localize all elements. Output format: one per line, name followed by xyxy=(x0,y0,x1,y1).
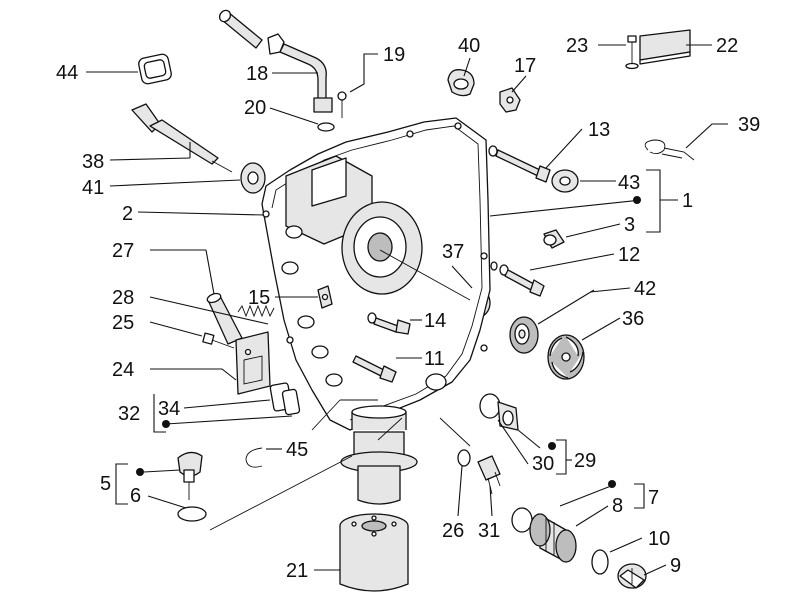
label-19: 19 xyxy=(383,44,405,66)
part-40-clamp xyxy=(447,69,475,97)
label-8: 8 xyxy=(612,495,623,517)
label-13: 13 xyxy=(588,119,610,141)
callout-labels: 44 18 19 20 40 17 23 22 39 13 43 1 3 12 … xyxy=(56,35,760,582)
part-9-drain-plug xyxy=(617,563,647,589)
label-3: 3 xyxy=(624,214,635,236)
label-27: 27 xyxy=(112,240,134,262)
label-28: 28 xyxy=(112,287,134,309)
label-30: 30 xyxy=(532,453,554,475)
part-43-washer xyxy=(551,169,579,193)
label-25: 25 xyxy=(112,312,134,334)
label-7: 7 xyxy=(648,487,659,509)
part-8-oil-strainer xyxy=(511,507,577,563)
part-28-spring xyxy=(237,304,275,318)
part-2-crankcase-cover xyxy=(261,117,491,505)
label-37: 37 xyxy=(442,241,464,263)
label-6: 6 xyxy=(130,485,141,507)
label-18: 18 xyxy=(246,63,268,85)
part-15-bracket xyxy=(317,285,333,309)
part-19-bolt xyxy=(337,91,347,118)
part-42-bushing xyxy=(509,316,539,354)
label-12: 12 xyxy=(618,244,640,266)
part-41-seal xyxy=(240,162,266,194)
label-1: 1 xyxy=(682,190,693,212)
label-17: 17 xyxy=(514,55,536,77)
part-10-o-ring xyxy=(591,549,609,575)
part-5-oil-filler-cap xyxy=(177,451,203,500)
label-45: 45 xyxy=(286,439,308,461)
part-31-sensor xyxy=(477,455,501,495)
label-11: 11 xyxy=(424,348,445,370)
label-40: 40 xyxy=(458,35,480,57)
part-6-o-ring xyxy=(177,506,207,522)
part-3-plug xyxy=(543,229,565,249)
label-42: 42 xyxy=(634,278,656,300)
part-17-clip xyxy=(499,87,521,113)
label-38: 38 xyxy=(82,151,104,173)
label-5: 5 xyxy=(100,473,111,495)
label-44: 44 xyxy=(56,62,78,84)
label-29: 29 xyxy=(574,450,596,472)
part-34-gasket xyxy=(269,382,301,416)
label-14: 14 xyxy=(424,310,446,332)
part-25-screw xyxy=(202,332,235,349)
part-39-spring-clip xyxy=(644,139,695,161)
part-13-bolt xyxy=(488,145,551,183)
label-15: 15 xyxy=(248,287,270,309)
kit-bullets xyxy=(136,196,641,488)
label-23: 23 xyxy=(566,35,588,57)
assembly-lines xyxy=(209,249,471,531)
part-26-washer xyxy=(457,449,471,467)
label-26: 26 xyxy=(442,520,464,542)
part-44-square-gasket xyxy=(138,53,172,85)
label-9: 9 xyxy=(670,555,681,577)
label-36: 36 xyxy=(622,308,644,330)
label-31: 31 xyxy=(478,520,500,542)
part-36-impeller xyxy=(547,334,585,380)
label-20: 20 xyxy=(244,97,266,119)
label-24: 24 xyxy=(112,359,134,381)
label-22: 22 xyxy=(716,35,738,57)
part-14-bolt xyxy=(367,312,411,335)
leader-lines xyxy=(86,44,728,576)
part-38-pump-shaft xyxy=(131,103,233,173)
part-20-o-ring xyxy=(317,122,335,132)
label-34: 34 xyxy=(158,398,180,420)
label-43: 43 xyxy=(618,172,640,194)
part-45-circlip xyxy=(245,447,263,468)
label-2: 2 xyxy=(122,203,133,225)
part-18-breather-pipe xyxy=(218,9,333,113)
label-39: 39 xyxy=(738,114,760,136)
part-29-drain-plug xyxy=(479,393,519,431)
label-10: 10 xyxy=(648,528,670,550)
label-41: 41 xyxy=(82,177,104,199)
part-21-oil-filter xyxy=(339,513,409,592)
part-23-bolt xyxy=(625,35,639,70)
label-21: 21 xyxy=(286,560,308,582)
label-32: 32 xyxy=(118,403,140,425)
part-24-cover-plate xyxy=(235,331,271,395)
part-12-bolt xyxy=(490,261,545,297)
part-11-bolt xyxy=(352,355,397,383)
part-22-plate xyxy=(639,29,691,65)
